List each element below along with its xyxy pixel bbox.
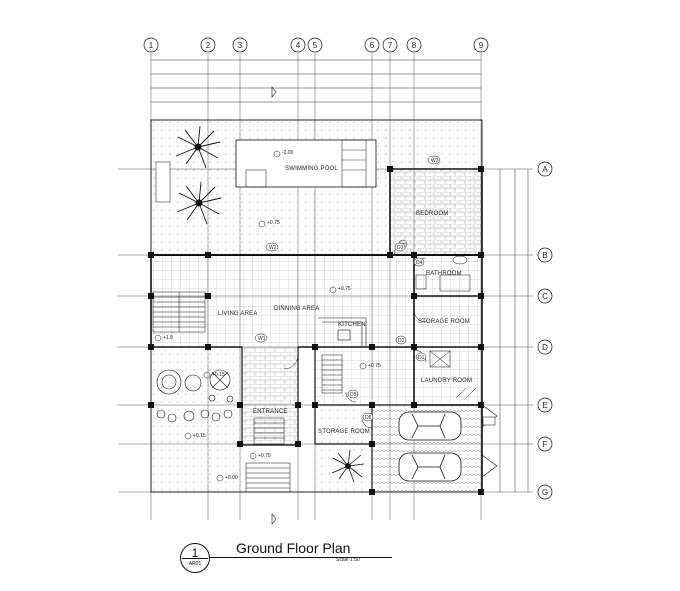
title-underline (210, 557, 392, 558)
level-garden: +0.75 (267, 220, 280, 226)
grid-label-col-5: 5 (313, 41, 318, 50)
level-markers: -2.00 +0.75 +0.75 +1.8 +0.15 +0.15 +0.75… (154, 150, 381, 482)
opening-tags (254, 155, 496, 426)
side-garden (315, 405, 372, 492)
grid-bubble-row-D: D (537, 339, 553, 355)
level-lawn: +0.15 (193, 433, 206, 439)
label-dinning-area: DINNING AREA (274, 306, 319, 312)
tag-d5: D5 (350, 392, 357, 398)
tag-w3: W3 (431, 158, 439, 164)
label-storage-room-2: STORAGE ROOM (318, 429, 370, 435)
grid-bubble-row-B: B (537, 247, 553, 263)
interior-stair (152, 291, 206, 333)
grid-bubble-col-1: 1 (143, 37, 159, 53)
car-1 (398, 411, 462, 441)
label-laundry-room: LAUNDRY ROOM (421, 378, 472, 384)
grid-bubble-row-G: G (537, 484, 553, 500)
grid-bubble-col-4: 4 (290, 37, 306, 53)
drawing-number-bubble: 1 AR01 (180, 543, 210, 573)
palm-tree-1 (175, 125, 221, 169)
label-swimming-pool: SWIMMING POOL (285, 166, 338, 172)
grid-label-row-A: A (542, 165, 548, 174)
label-bathroom: BATHROOM (426, 271, 462, 277)
pool-steps-right (341, 139, 367, 188)
level-entrance: +0.75 (258, 453, 271, 459)
tag-d1: D1 (418, 355, 425, 361)
grid-bubble-row-E: E (537, 397, 553, 413)
grid-label-col-4: 4 (296, 41, 301, 50)
grid-label-col-8: 8 (412, 41, 417, 50)
level-pool: -2.00 (282, 150, 294, 156)
grid-label-col-2: 2 (206, 41, 211, 50)
grid-label-col-7: 7 (388, 41, 393, 50)
grid-bubble-col-6: 6 (364, 37, 380, 53)
opening-tag-labels: W3 W2 W1 D3 D4 D2 D1 D5 D6 (258, 158, 439, 421)
label-bedroom: BEDROOM (416, 211, 448, 217)
level-stair: +1.8 (163, 335, 173, 341)
tag-d6: D6 (365, 415, 372, 421)
drawing-scale: Scale 1:50 (336, 557, 360, 563)
label-kitchen: KITCHEN (338, 322, 366, 328)
grid-bubble-col-5: 5 (307, 37, 323, 53)
drawing-number-divider (182, 558, 208, 559)
drawing-title: Ground Floor Plan (236, 540, 351, 556)
laundry-fixtures (429, 350, 477, 399)
pool-steps-left (245, 169, 267, 188)
label-storage-room-1: STORAGE ROOM (418, 319, 470, 325)
grid-label-row-F: F (543, 440, 548, 449)
service-floor (315, 347, 414, 405)
level-street: +0.00 (225, 475, 238, 481)
drawing-number: 1 (191, 546, 199, 560)
label-living-area: LIVING AREA (218, 311, 258, 317)
level-living: +0.75 (338, 286, 351, 292)
structural-columns (148, 166, 484, 495)
label-entrance: ENTRANCE (253, 409, 288, 415)
grid-label-row-C: C (542, 292, 548, 301)
tag-d3: D3 (397, 245, 404, 251)
grid-label-col-6: 6 (370, 41, 375, 50)
grid-bubble-row-C: C (537, 288, 553, 304)
front-garden (151, 347, 242, 492)
grid-bubble-col-3: 3 (232, 37, 248, 53)
living-zone-floor (151, 255, 482, 347)
kitchen-counter (318, 317, 367, 346)
grid-label-col-1: 1 (149, 41, 154, 50)
row-grid-bubbles: A B C D E F G (537, 161, 553, 500)
level-terrace: +0.15 (212, 372, 225, 378)
swimming-pool (235, 139, 377, 188)
tag-w2: W2 (269, 245, 277, 251)
entrance-steps (245, 417, 291, 493)
grid-label-col-3: 3 (238, 41, 243, 50)
tag-w1: W1 (258, 336, 266, 342)
grid-label-row-D: D (542, 343, 548, 352)
grid-bubble-col-9: 9 (473, 37, 489, 53)
palm-tree-3 (331, 449, 365, 483)
level-kitchen: +0.75 (368, 363, 381, 369)
grid-bubble-row-F: F (537, 436, 553, 452)
palm-tree-2 (176, 181, 222, 225)
grid-bubble-col-8: 8 (406, 37, 422, 53)
section-markers (271, 86, 277, 525)
dimension-lines (151, 59, 529, 492)
grid-label-row-E: E (542, 401, 547, 410)
grid-label-row-B: B (542, 251, 547, 260)
garden-bench (155, 161, 171, 203)
tag-d4: D4 (416, 260, 423, 266)
grid-label-col-9: 9 (479, 41, 484, 50)
grid-bubble-col-7: 7 (382, 37, 398, 53)
grid-bubble-row-A: A (537, 161, 553, 177)
entrance-floor (242, 347, 298, 445)
garage-gate (481, 404, 498, 478)
sheet-number: AR01 (188, 561, 202, 567)
tag-d2: D2 (398, 338, 405, 344)
grid-bubble-col-2: 2 (200, 37, 216, 53)
car-2 (398, 452, 462, 482)
shrubs (156, 369, 234, 423)
column-grid-bubbles: 1 2 3 4 5 6 7 8 9 (143, 37, 489, 53)
grid-label-row-G: G (542, 488, 548, 497)
storage-stair (321, 354, 343, 394)
